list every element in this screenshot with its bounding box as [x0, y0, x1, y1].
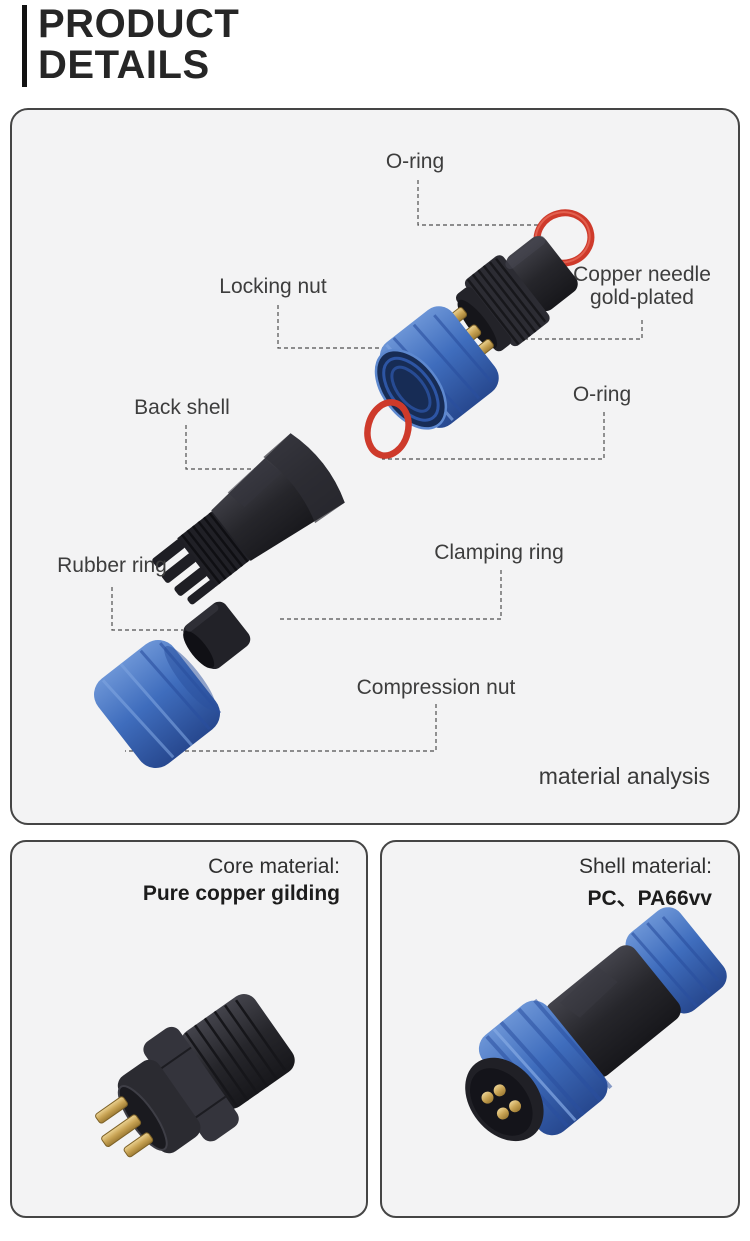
socket-connector-photo [95, 994, 295, 1158]
label-back-shell: Back shell [134, 396, 230, 419]
exploded-connector-graphic [94, 180, 643, 769]
title-accent-bar [22, 5, 27, 87]
label-locking-nut: Locking nut [219, 275, 327, 298]
shell-material-value: PC、PA66vv [587, 887, 712, 910]
back-shell-part [152, 433, 345, 605]
label-o-ring-top: O-ring [385, 150, 445, 173]
page-title-line1: PRODUCT [38, 2, 240, 46]
page-title-line2: DETAILS [38, 43, 210, 87]
label-rubber-ring: Rubber ring [57, 554, 167, 577]
label-clamping-ring: Clamping ring [434, 541, 564, 564]
shell-material-label: Shell material: [578, 855, 712, 878]
core-material-label: Core material: [208, 855, 340, 878]
compression-nut-part [94, 639, 222, 769]
locking-nut-part [374, 306, 499, 430]
label-o-ring-mid: O-ring [572, 383, 632, 406]
core-material-card: Core material: Pure copper gilding [10, 840, 368, 1218]
material-analysis-caption: material analysis [538, 763, 710, 789]
label-copper-needle-line2: gold-plated [590, 286, 694, 309]
leader-lines [111, 180, 643, 752]
exploded-view-panel: O-ring Locking nut Copper needle gold-pl… [10, 108, 740, 825]
shell-material-card: Shell material: PC、PA66vv [380, 840, 740, 1218]
page-title: PRODUCT DETAILS [38, 4, 239, 86]
clamping-ring-part [152, 539, 216, 605]
rubber-ring-part [183, 601, 251, 670]
core-material-value: Pure copper gilding [142, 882, 340, 905]
o-ring-mid-part [364, 399, 412, 459]
label-compression-nut: Compression nut [356, 676, 516, 699]
label-copper-needle-line1: Copper needle [573, 263, 711, 286]
plug-connector-photo [465, 907, 727, 1142]
label-copper-needle: Copper needle gold-plated [573, 263, 711, 309]
